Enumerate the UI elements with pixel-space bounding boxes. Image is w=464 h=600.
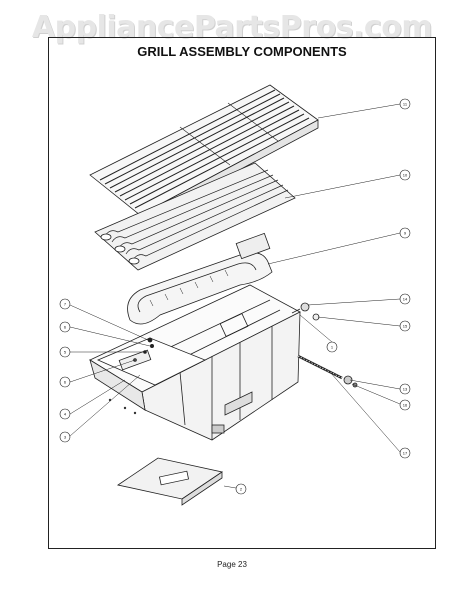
- callout-1: 1: [326, 341, 338, 353]
- gas-valve: [291, 302, 320, 321]
- callout-11: 11: [399, 98, 411, 110]
- svg-text:15: 15: [403, 324, 408, 329]
- callout-17: 17: [399, 447, 411, 459]
- callout-3: 3: [59, 431, 71, 443]
- svg-text:13: 13: [403, 387, 408, 392]
- callout-16: 16: [399, 399, 411, 411]
- svg-text:9: 9: [404, 231, 407, 236]
- svg-text:3: 3: [64, 435, 67, 440]
- callout-6b: 6: [59, 376, 71, 388]
- radiant-tray: [94, 162, 296, 271]
- callouts: 11 10 9 14 15 1 13 16 17 7 6 5 6 4 3 2: [59, 98, 411, 495]
- callout-7: 7: [59, 298, 71, 310]
- callout-13: 13: [399, 383, 411, 395]
- leader-lines: [69, 103, 401, 489]
- watermark-text: AppliancePartsPros.com: [31, 10, 433, 45]
- callout-5: 5: [59, 346, 71, 358]
- svg-text:1: 1: [331, 345, 334, 350]
- drip-pan: [117, 457, 223, 506]
- callout-6a: 6: [59, 321, 71, 333]
- svg-text:7: 7: [64, 302, 67, 307]
- diagram-frame: [48, 37, 436, 549]
- svg-text:5: 5: [64, 350, 67, 355]
- svg-text:4: 4: [64, 412, 67, 417]
- callout-14: 14: [399, 293, 411, 305]
- svg-text:17: 17: [403, 451, 408, 456]
- callout-15: 15: [399, 320, 411, 332]
- svg-text:2: 2: [240, 487, 243, 492]
- page-number: Page 23: [217, 560, 247, 569]
- callout-10: 10: [399, 169, 411, 181]
- callout-9: 9: [399, 227, 411, 239]
- burner-tube: [127, 232, 273, 325]
- svg-text:14: 14: [403, 297, 408, 302]
- callout-2: 2: [235, 483, 247, 495]
- diagram-title: GRILL ASSEMBLY COMPONENTS: [137, 44, 347, 59]
- svg-text:6: 6: [64, 380, 67, 385]
- callout-4: 4: [59, 408, 71, 420]
- svg-text:11: 11: [403, 102, 408, 107]
- svg-text:6: 6: [64, 325, 67, 330]
- svg-text:10: 10: [403, 173, 408, 178]
- igniter-rod: [297, 354, 358, 388]
- svg-text:16: 16: [403, 403, 408, 408]
